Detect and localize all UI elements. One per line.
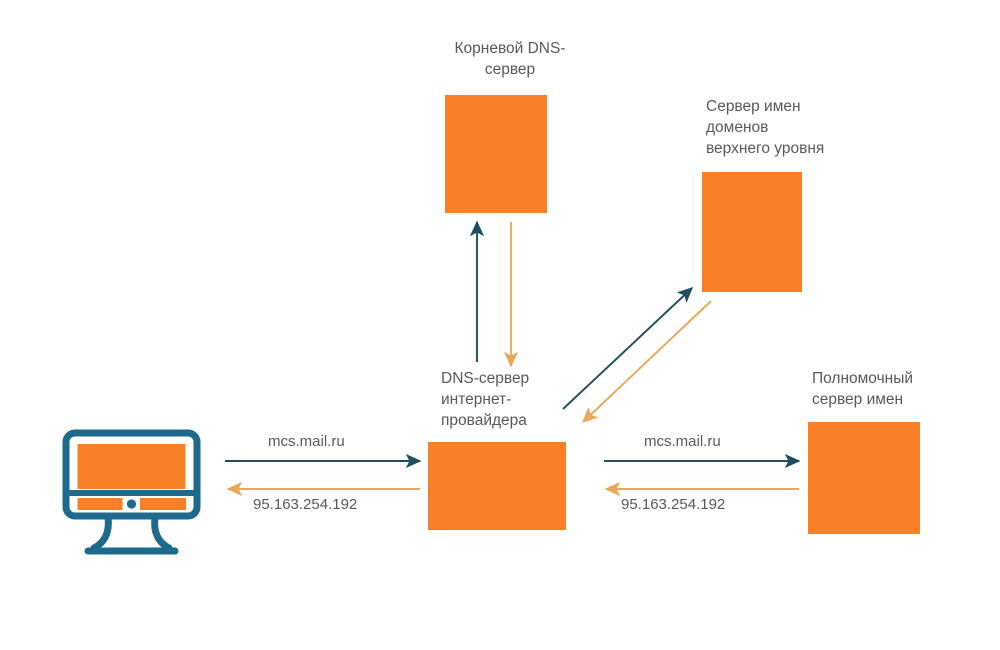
root-dns-server-box <box>445 95 547 213</box>
edge-label-isp-to-client-response: 95.163.254.192 <box>253 496 358 513</box>
arrow-isp-to-tld-request <box>562 287 694 410</box>
root-dns-server-label: Корневой DNS- сервер <box>454 40 566 78</box>
edge-label-authoritative-to-isp-response: 95.163.254.192 <box>621 496 726 513</box>
tld-name-server-box <box>702 172 802 292</box>
edge-label-isp-to-authoritative-request: mcs.mail.ru <box>644 433 721 450</box>
isp-dns-server-label: DNS-сервер интернет- провайдера <box>441 370 530 429</box>
edge-label-client-to-isp-request: mcs.mail.ru <box>268 433 345 450</box>
client-computer-icon <box>62 429 201 555</box>
isp-dns-server-box <box>428 442 566 530</box>
authoritative-name-server-label: Полномочный сервер имен <box>812 370 914 408</box>
tld-name-server-label: Сервер имен доменов верхнего уровня <box>706 98 825 157</box>
authoritative-name-server-box <box>808 422 920 534</box>
arrow-tld-to-isp-response <box>581 300 712 423</box>
